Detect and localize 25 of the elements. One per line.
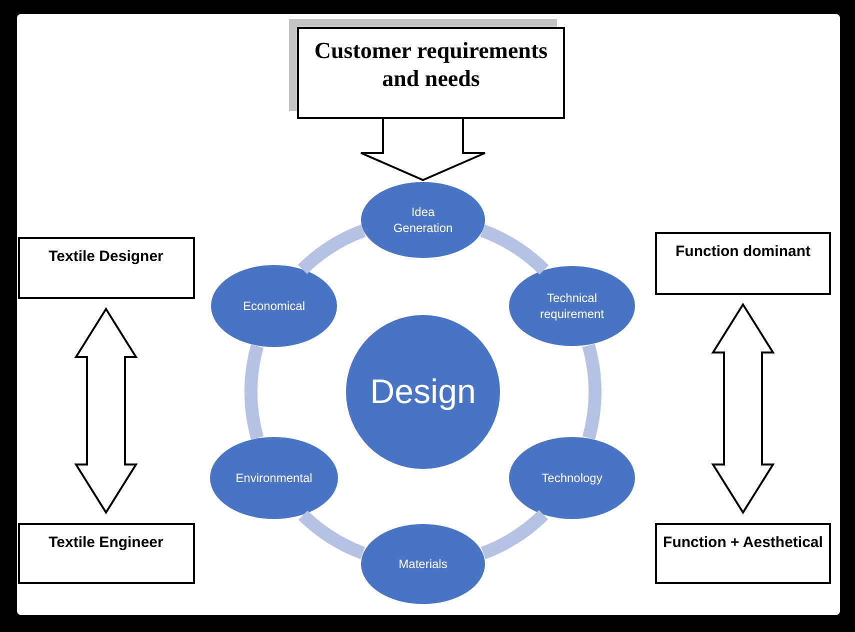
ring-segment: [480, 510, 548, 560]
node-label: Function + Aesthetical: [663, 532, 823, 552]
node-label: Environmental: [236, 470, 312, 486]
node-label: Design: [370, 372, 476, 412]
node-label: Customer requirements and needs: [313, 37, 549, 93]
ring-segment: [582, 344, 602, 440]
role-box: [655, 522, 831, 584]
node-label: Idea Generation: [392, 204, 454, 236]
ring-segment: [244, 344, 264, 440]
node-label: Function dominant: [676, 242, 810, 260]
block-arrow: [711, 302, 775, 514]
block-arrow: [74, 307, 138, 514]
node-label: Textile Designer: [48, 247, 164, 266]
ring-segment: [480, 224, 548, 275]
node-label: Materials: [398, 556, 448, 572]
node-label: Technology: [542, 470, 602, 486]
role-box: [18, 237, 194, 299]
node-label: Economical: [242, 298, 306, 314]
role-box: [18, 522, 194, 584]
ring-segment: [298, 510, 366, 560]
ring-segment: [298, 224, 366, 274]
node-label: Textile Engineer: [48, 532, 164, 552]
node-label: Technical requirement: [538, 290, 606, 322]
block-arrow: [360, 117, 486, 182]
role-box: [655, 232, 831, 294]
